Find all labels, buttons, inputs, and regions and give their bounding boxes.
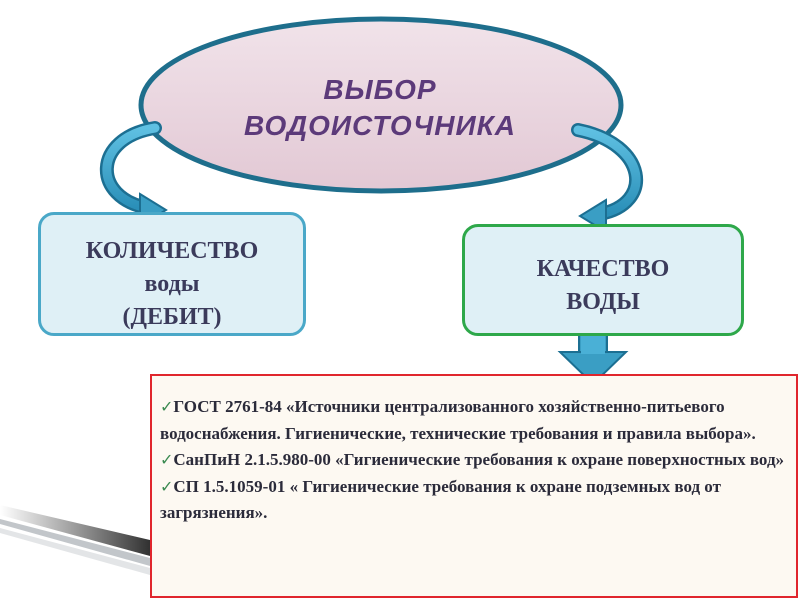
standard-item: ✓СП 1.5.1059-01 « Гигиенические требован… [160,474,786,527]
standard-text: СанПиН 2.1.5.980-00 «Гигиенические требо… [173,450,785,469]
quantity-line-1: КОЛИЧЕСТВО [85,238,259,264]
quality-box: КАЧЕСТВО ВОДЫ [462,224,744,336]
title-line-2: ВОДОИСТОЧНИКА [243,110,517,141]
diagram-title: ВЫБОР ВОДОИСТОЧНИКА [160,72,600,144]
standards-box: ✓ГОСТ 2761-84 «Источники централизованно… [150,374,798,598]
checkmark-icon: ✓ [160,450,174,469]
quantity-box: КОЛИЧЕСТВО воды (ДЕБИТ) [38,212,306,336]
checkmark-icon: ✓ [160,476,174,496]
quantity-line-2: воды [144,271,200,297]
quality-line-2: ВОДЫ [566,289,640,315]
standard-item: ✓ГОСТ 2761-84 «Источники централизованно… [160,394,786,447]
checkmark-icon: ✓ [160,397,174,416]
title-line-1: ВЫБОР [323,74,437,105]
quantity-line-3: (ДЕБИТ) [122,304,222,330]
standard-text: ГОСТ 2761-84 «Источники централизованног… [160,397,756,443]
decorative-stripes [0,505,150,575]
title-oval [138,16,624,194]
standard-text: СП 1.5.1059-01 « Гигиенические требовани… [160,476,721,523]
quality-line-1: КАЧЕСТВО [536,256,670,282]
standard-item: ✓СанПиН 2.1.5.980-00 «Гигиенические треб… [160,447,786,474]
